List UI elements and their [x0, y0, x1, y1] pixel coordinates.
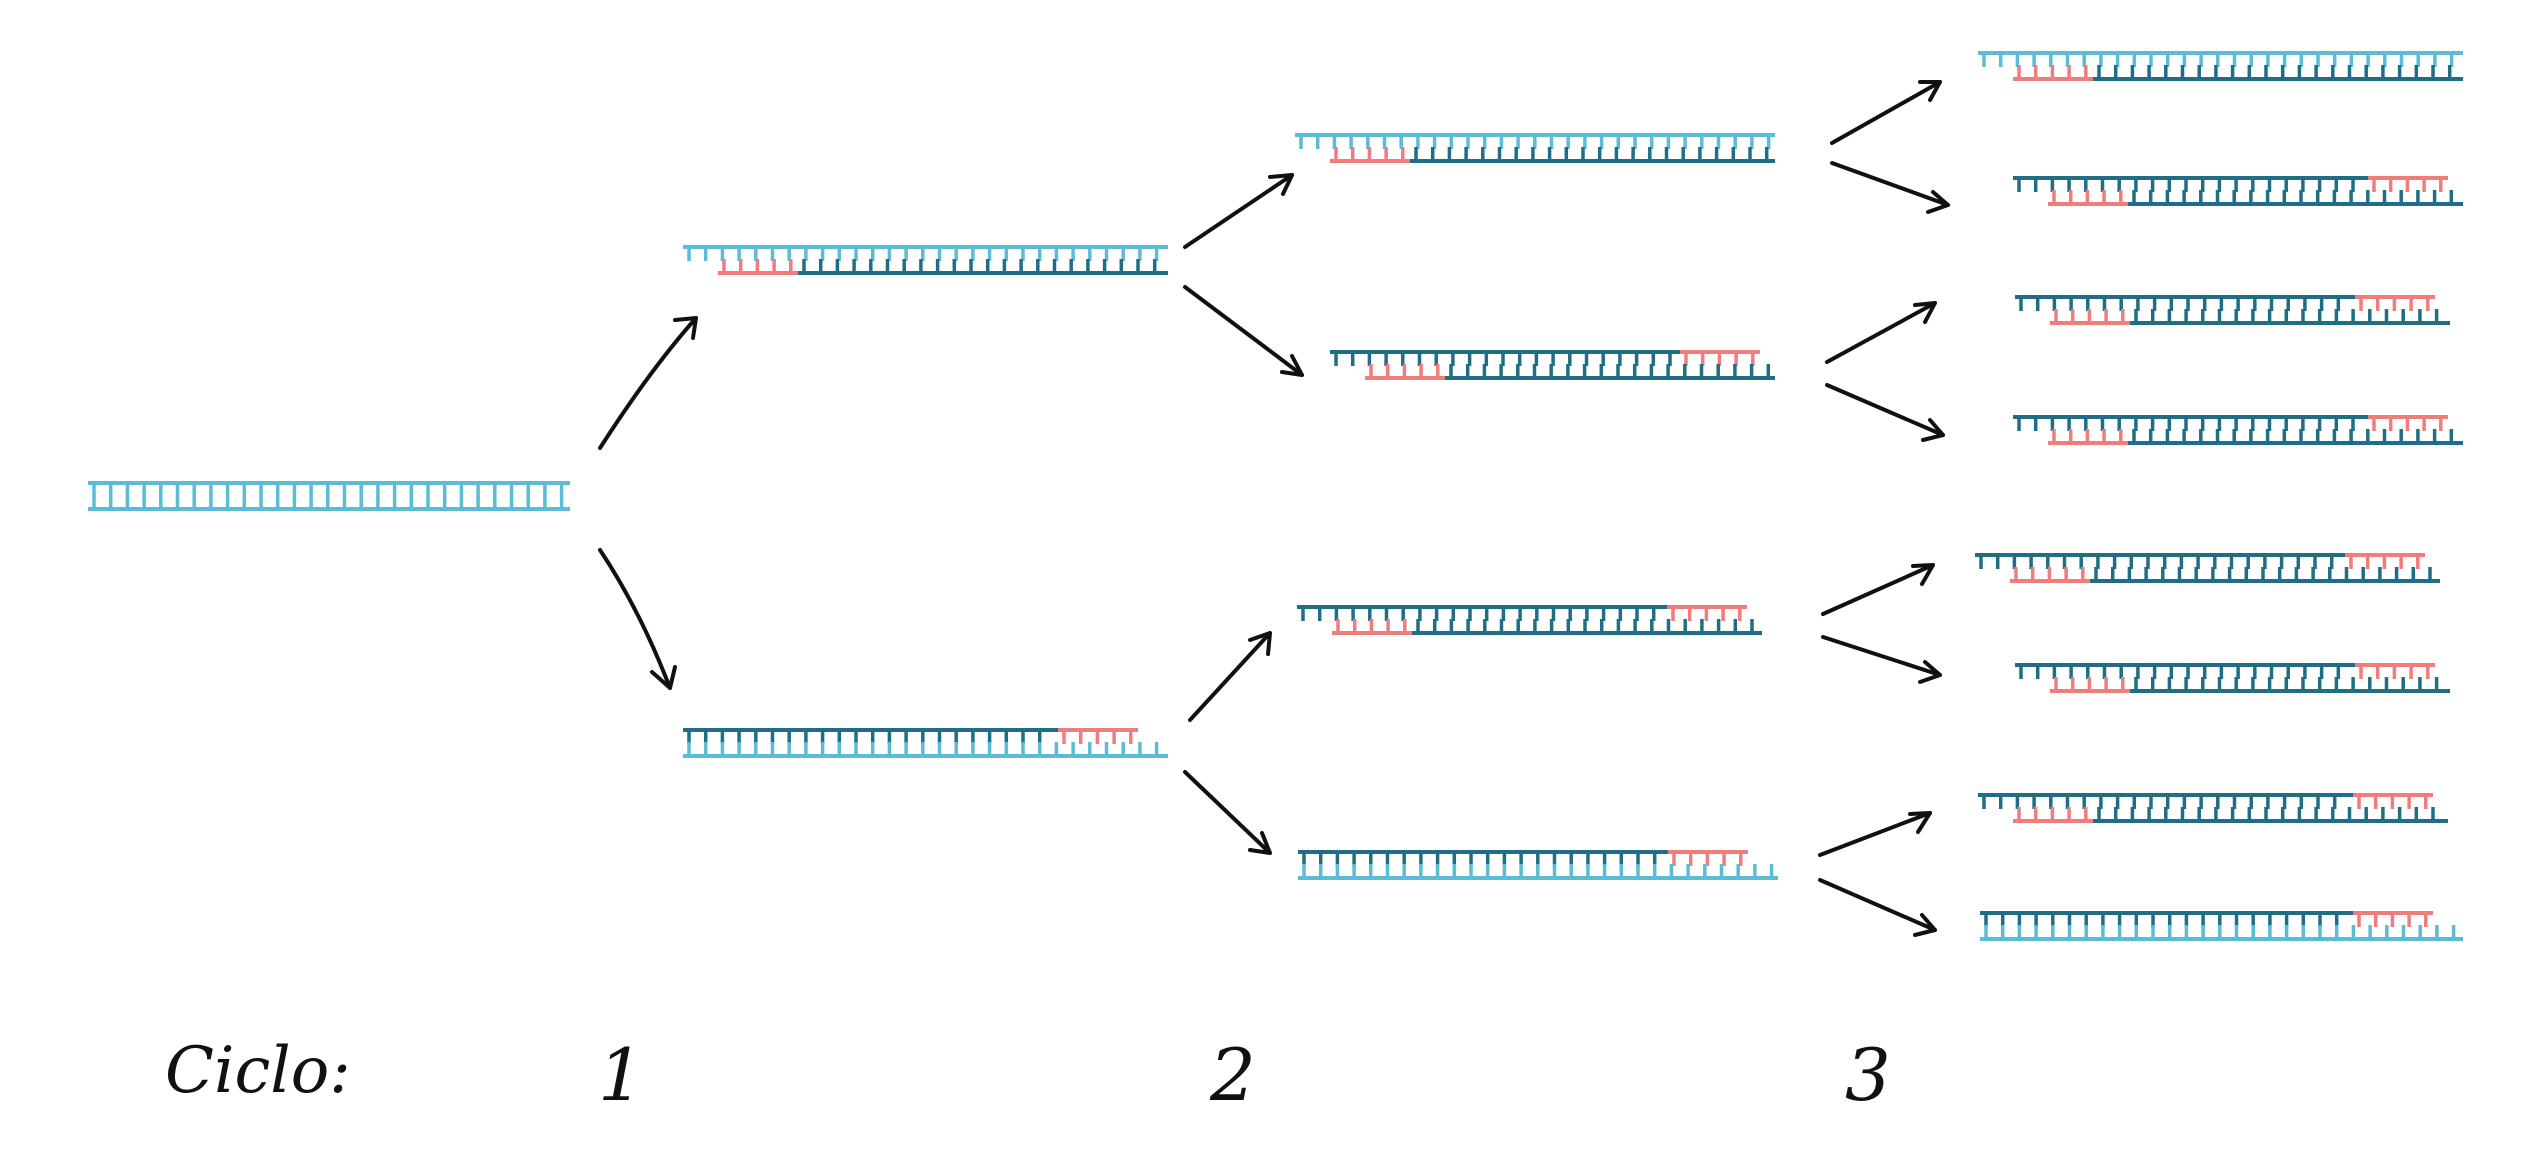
- template-strand: [1298, 850, 1748, 866]
- dna-cycle3-2: [2013, 176, 2463, 206]
- top-strand: [88, 481, 570, 497]
- new-strand: [2050, 677, 2450, 693]
- template-strand: [2015, 295, 2435, 311]
- arrow-2-3-3: [1825, 301, 1937, 364]
- new-strand: [1330, 147, 1775, 163]
- new-strand: [718, 259, 1168, 275]
- template-strand: [1975, 553, 2425, 569]
- template-strand: [2013, 415, 2448, 431]
- new-strand: [2048, 429, 2463, 445]
- dna-cycle2-1: [1295, 133, 1775, 163]
- arrow-0-1-down: [598, 548, 677, 690]
- template-strand: [1980, 911, 2433, 927]
- new-strand: [2050, 309, 2450, 325]
- arrow-1-2-d: [1183, 770, 1272, 855]
- cycle-number-2: 2: [1209, 1033, 1256, 1117]
- template-strand: [2013, 176, 2448, 192]
- new-strand: [683, 742, 1168, 758]
- arrow-1-2-a: [1183, 173, 1294, 249]
- dna-cycle3-7: [1978, 793, 2448, 823]
- template-strand: [1330, 350, 1760, 366]
- cycle-label-prefix: Ciclo:: [165, 1034, 351, 1108]
- arrow-2-3-5: [1821, 563, 1935, 616]
- arrow-2-3-1: [1830, 80, 1942, 145]
- dna-cycle3-3: [2015, 295, 2450, 325]
- new-strand: [2013, 807, 2448, 823]
- bottom-strand: [88, 495, 570, 511]
- template-strand: [683, 728, 1138, 744]
- arrow-2-3-8: [1818, 878, 1937, 937]
- template-strand: [1978, 51, 2463, 67]
- new-strand: [1365, 364, 1775, 380]
- cycle-number-1: 1: [598, 1033, 644, 1117]
- template-strand: [1297, 605, 1747, 621]
- arrow-0-1-up: [598, 316, 698, 450]
- dna-cycle2-4: [1298, 850, 1778, 880]
- dna-original: [88, 481, 570, 511]
- dna-cycle3-6: [2015, 663, 2450, 693]
- dna-cycle3-1: [1978, 51, 2463, 81]
- arrow-2-3-7: [1818, 811, 1932, 857]
- new-strand: [2010, 567, 2440, 583]
- dna-cycle1-bottom: [683, 728, 1168, 758]
- dna-cycle3-5: [1975, 553, 2440, 583]
- new-strand: [1332, 619, 1762, 635]
- arrow-1-2-c: [1188, 631, 1272, 722]
- template-strand: [1295, 133, 1775, 149]
- template-strand: [2015, 663, 2435, 679]
- arrow-1-2-b: [1183, 285, 1304, 377]
- cycle-labels: Ciclo: 1 2 3: [165, 1033, 1891, 1117]
- new-strand: [1980, 925, 2463, 941]
- branch-arrows: [598, 80, 1950, 937]
- arrow-2-3-2: [1830, 161, 1950, 214]
- template-strand: [1978, 793, 2433, 809]
- dna-cycle3-8: [1980, 911, 2463, 941]
- dna-cycle1-top: [683, 245, 1168, 275]
- cycle-number-3: 3: [1845, 1033, 1891, 1117]
- new-strand: [1298, 864, 1778, 880]
- dna-cycle2-2: [1330, 350, 1775, 380]
- arrow-2-3-4: [1825, 383, 1945, 442]
- new-strand: [2048, 190, 2463, 206]
- template-strand: [683, 245, 1168, 261]
- new-strand: [2013, 65, 2463, 81]
- dna-cycle3-4: [2013, 415, 2463, 445]
- dna-cycle2-3: [1297, 605, 1762, 635]
- arrow-2-3-6: [1821, 635, 1942, 684]
- dna-molecules: [88, 51, 2463, 941]
